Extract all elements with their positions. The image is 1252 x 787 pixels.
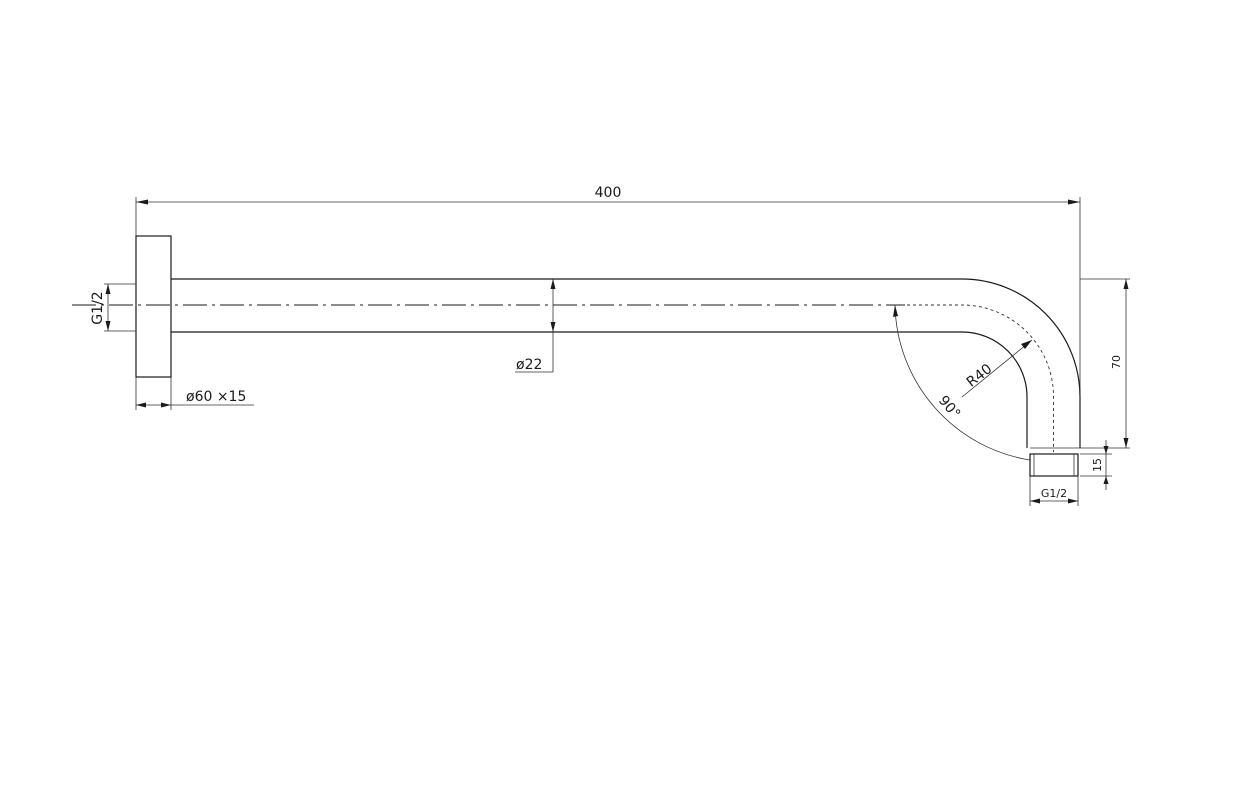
pipe-bend (895, 278, 1081, 452)
outlet-thread-dimension: G1/2 (1029, 476, 1079, 506)
outlet-length-label: 15 (1091, 458, 1104, 472)
bend-radius-dimension: R40 (961, 339, 1033, 398)
drop-height-dimension: 70 (1080, 278, 1130, 449)
outlet-thread-label: G1/2 (1041, 487, 1067, 500)
drop-height-label: 70 (1110, 355, 1123, 369)
inlet-thread-dimension: G1/2 (90, 283, 136, 332)
horizontal-pipe (171, 278, 962, 333)
inlet-thread-label: G1/2 (90, 291, 106, 324)
overall-length-label: 400 (595, 185, 622, 201)
flange-dimension: ø60 ×15 (135, 377, 254, 410)
outlet-fitting (1029, 447, 1080, 477)
bend-angle-label: 90° (935, 393, 963, 422)
overall-length-dimension: 400 (135, 185, 1081, 448)
outlet-length-dimension: 15 (1080, 440, 1112, 490)
flange-label: ø60 ×15 (186, 389, 246, 405)
bend-angle-dimension: 90° (893, 304, 1031, 461)
pipe-diameter-dimension: ø22 (515, 279, 556, 373)
pipe-diameter-label: ø22 (516, 357, 542, 373)
bend-radius-label: R40 (964, 361, 996, 391)
wall-flange (135, 235, 172, 378)
